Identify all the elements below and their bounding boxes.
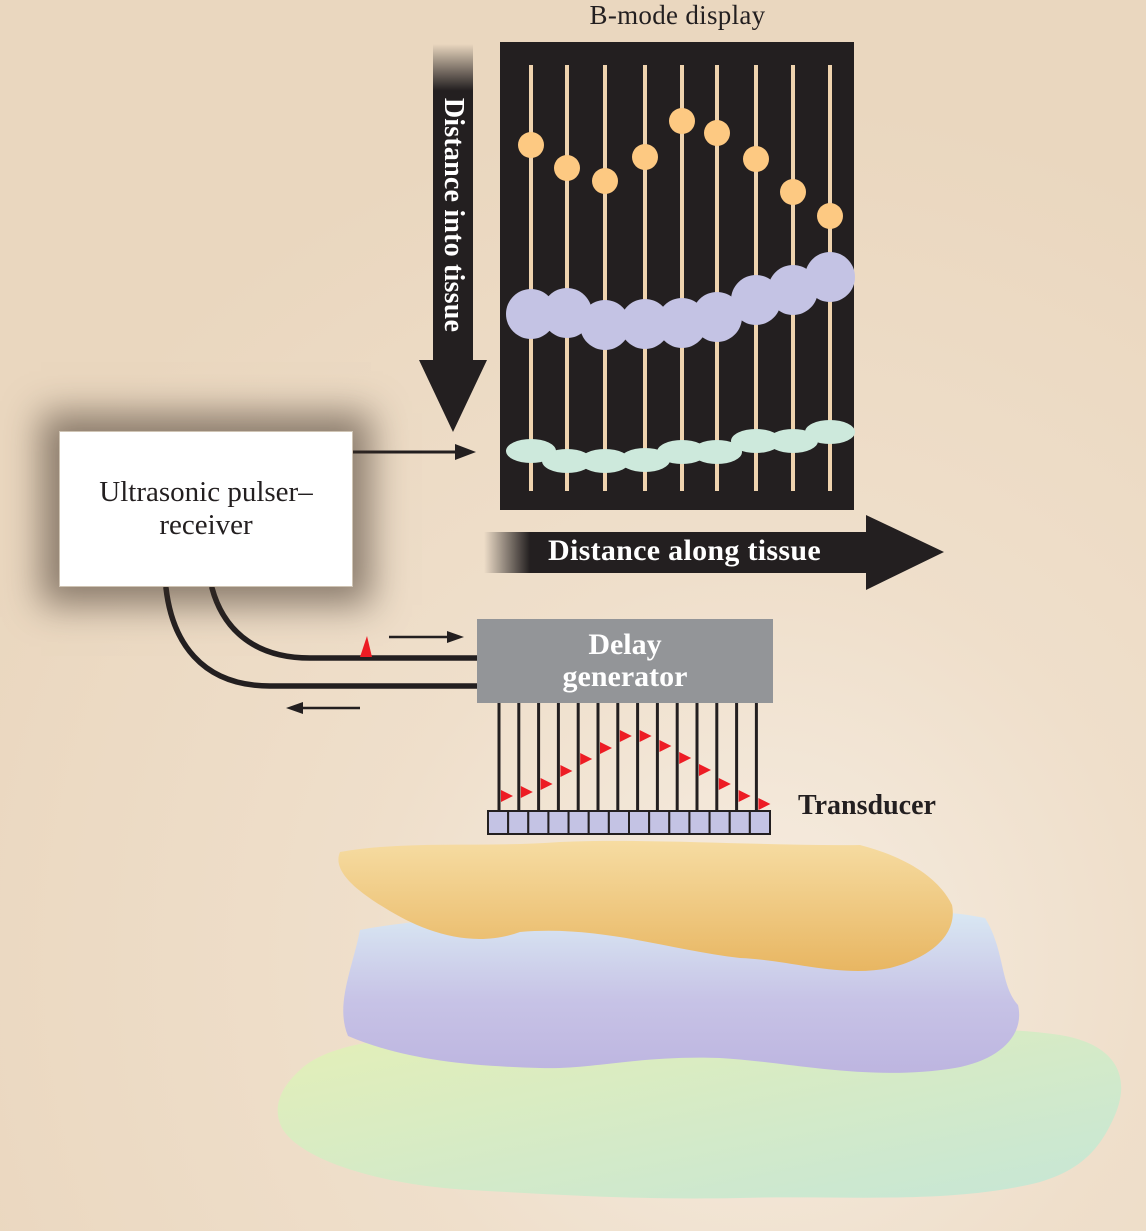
transducer-element: [527, 810, 550, 835]
echo-row-bottom: [506, 420, 855, 473]
echo-top: [669, 108, 695, 134]
pulse-marker: [679, 752, 692, 764]
echo-bottom: [731, 429, 781, 453]
transducer-element: [607, 810, 630, 835]
echo-middle: [580, 300, 630, 350]
down-arrow-icon: [419, 44, 487, 432]
echo-top: [780, 179, 806, 205]
echo-middle: [692, 292, 742, 342]
transducer-element: [688, 810, 711, 835]
transducer-element: [547, 810, 570, 835]
lateral-axis-label: Distance along tissue: [548, 534, 821, 567]
pulse-marker: [659, 740, 672, 752]
echo-bottom: [692, 440, 742, 464]
pulse-marker: [501, 790, 513, 802]
echo-top: [592, 168, 618, 194]
delay-generator-label: Delay generator: [562, 628, 688, 693]
transducer-array: [487, 810, 771, 835]
echo-row-middle: [506, 252, 855, 350]
echo-top: [554, 155, 580, 181]
pulse-marker: [520, 786, 533, 798]
echo-top: [518, 132, 544, 158]
echo-bottom: [657, 440, 707, 464]
transducer-element: [708, 810, 731, 835]
right-arrow-large-icon: [484, 515, 944, 590]
transducer-label: Transducer: [798, 790, 936, 821]
transducer-element: [648, 810, 671, 835]
cables: [163, 585, 483, 689]
pulse-marker: [540, 778, 553, 790]
echo-bottom: [580, 449, 630, 473]
left-arrow-icon: [286, 702, 360, 714]
echo-top: [632, 144, 658, 170]
pulse-icon: [360, 636, 372, 657]
transducer-element: [587, 810, 610, 835]
pulser-receiver-box: Ultrasonic pulser–receiver: [59, 431, 353, 587]
tissue-top-layer: [338, 840, 953, 972]
echo-top: [704, 120, 730, 146]
transducer-element: [668, 810, 691, 835]
pulser-receiver-label: Ultrasonic pulser–receiver: [99, 476, 313, 541]
pulse-marker: [600, 742, 612, 754]
echo-middle: [805, 252, 855, 302]
delay-lines: [497, 703, 771, 811]
echo-bottom: [805, 420, 855, 444]
transmit-cable: [209, 585, 483, 661]
echo-top: [817, 203, 843, 229]
transducer-element: [487, 810, 510, 835]
display-input-arrow: [352, 444, 476, 460]
tissue-layers: [277, 840, 1122, 1199]
pulse-marker: [699, 764, 711, 776]
pulse-marker: [560, 765, 573, 777]
echo-row-top: [518, 108, 843, 229]
echo-bottom: [768, 429, 818, 453]
pulse-marker: [718, 778, 731, 790]
depth-axis-text: Distance into tissue: [438, 97, 469, 333]
pulse-marker: [738, 790, 751, 802]
echo-middle: [506, 289, 556, 339]
delay-generator-box: Delay generator: [477, 619, 773, 703]
echo-middle: [620, 299, 670, 349]
pulse-marker: [758, 798, 771, 810]
echo-bottom: [542, 449, 592, 473]
echo-middle: [542, 288, 592, 338]
transducer-element: [728, 810, 751, 835]
pulse-marker: [619, 730, 632, 742]
pulse-marker: [639, 730, 652, 742]
transducer-element: [628, 810, 651, 835]
pulse-marker: [580, 753, 593, 765]
transducer-element: [748, 810, 771, 835]
transducer-element: [507, 810, 530, 835]
transducer-element: [567, 810, 590, 835]
right-arrow-icon: [389, 631, 464, 643]
receive-cable: [163, 585, 483, 689]
display-title: B-mode display: [589, 0, 766, 30]
echo-top: [743, 146, 769, 172]
